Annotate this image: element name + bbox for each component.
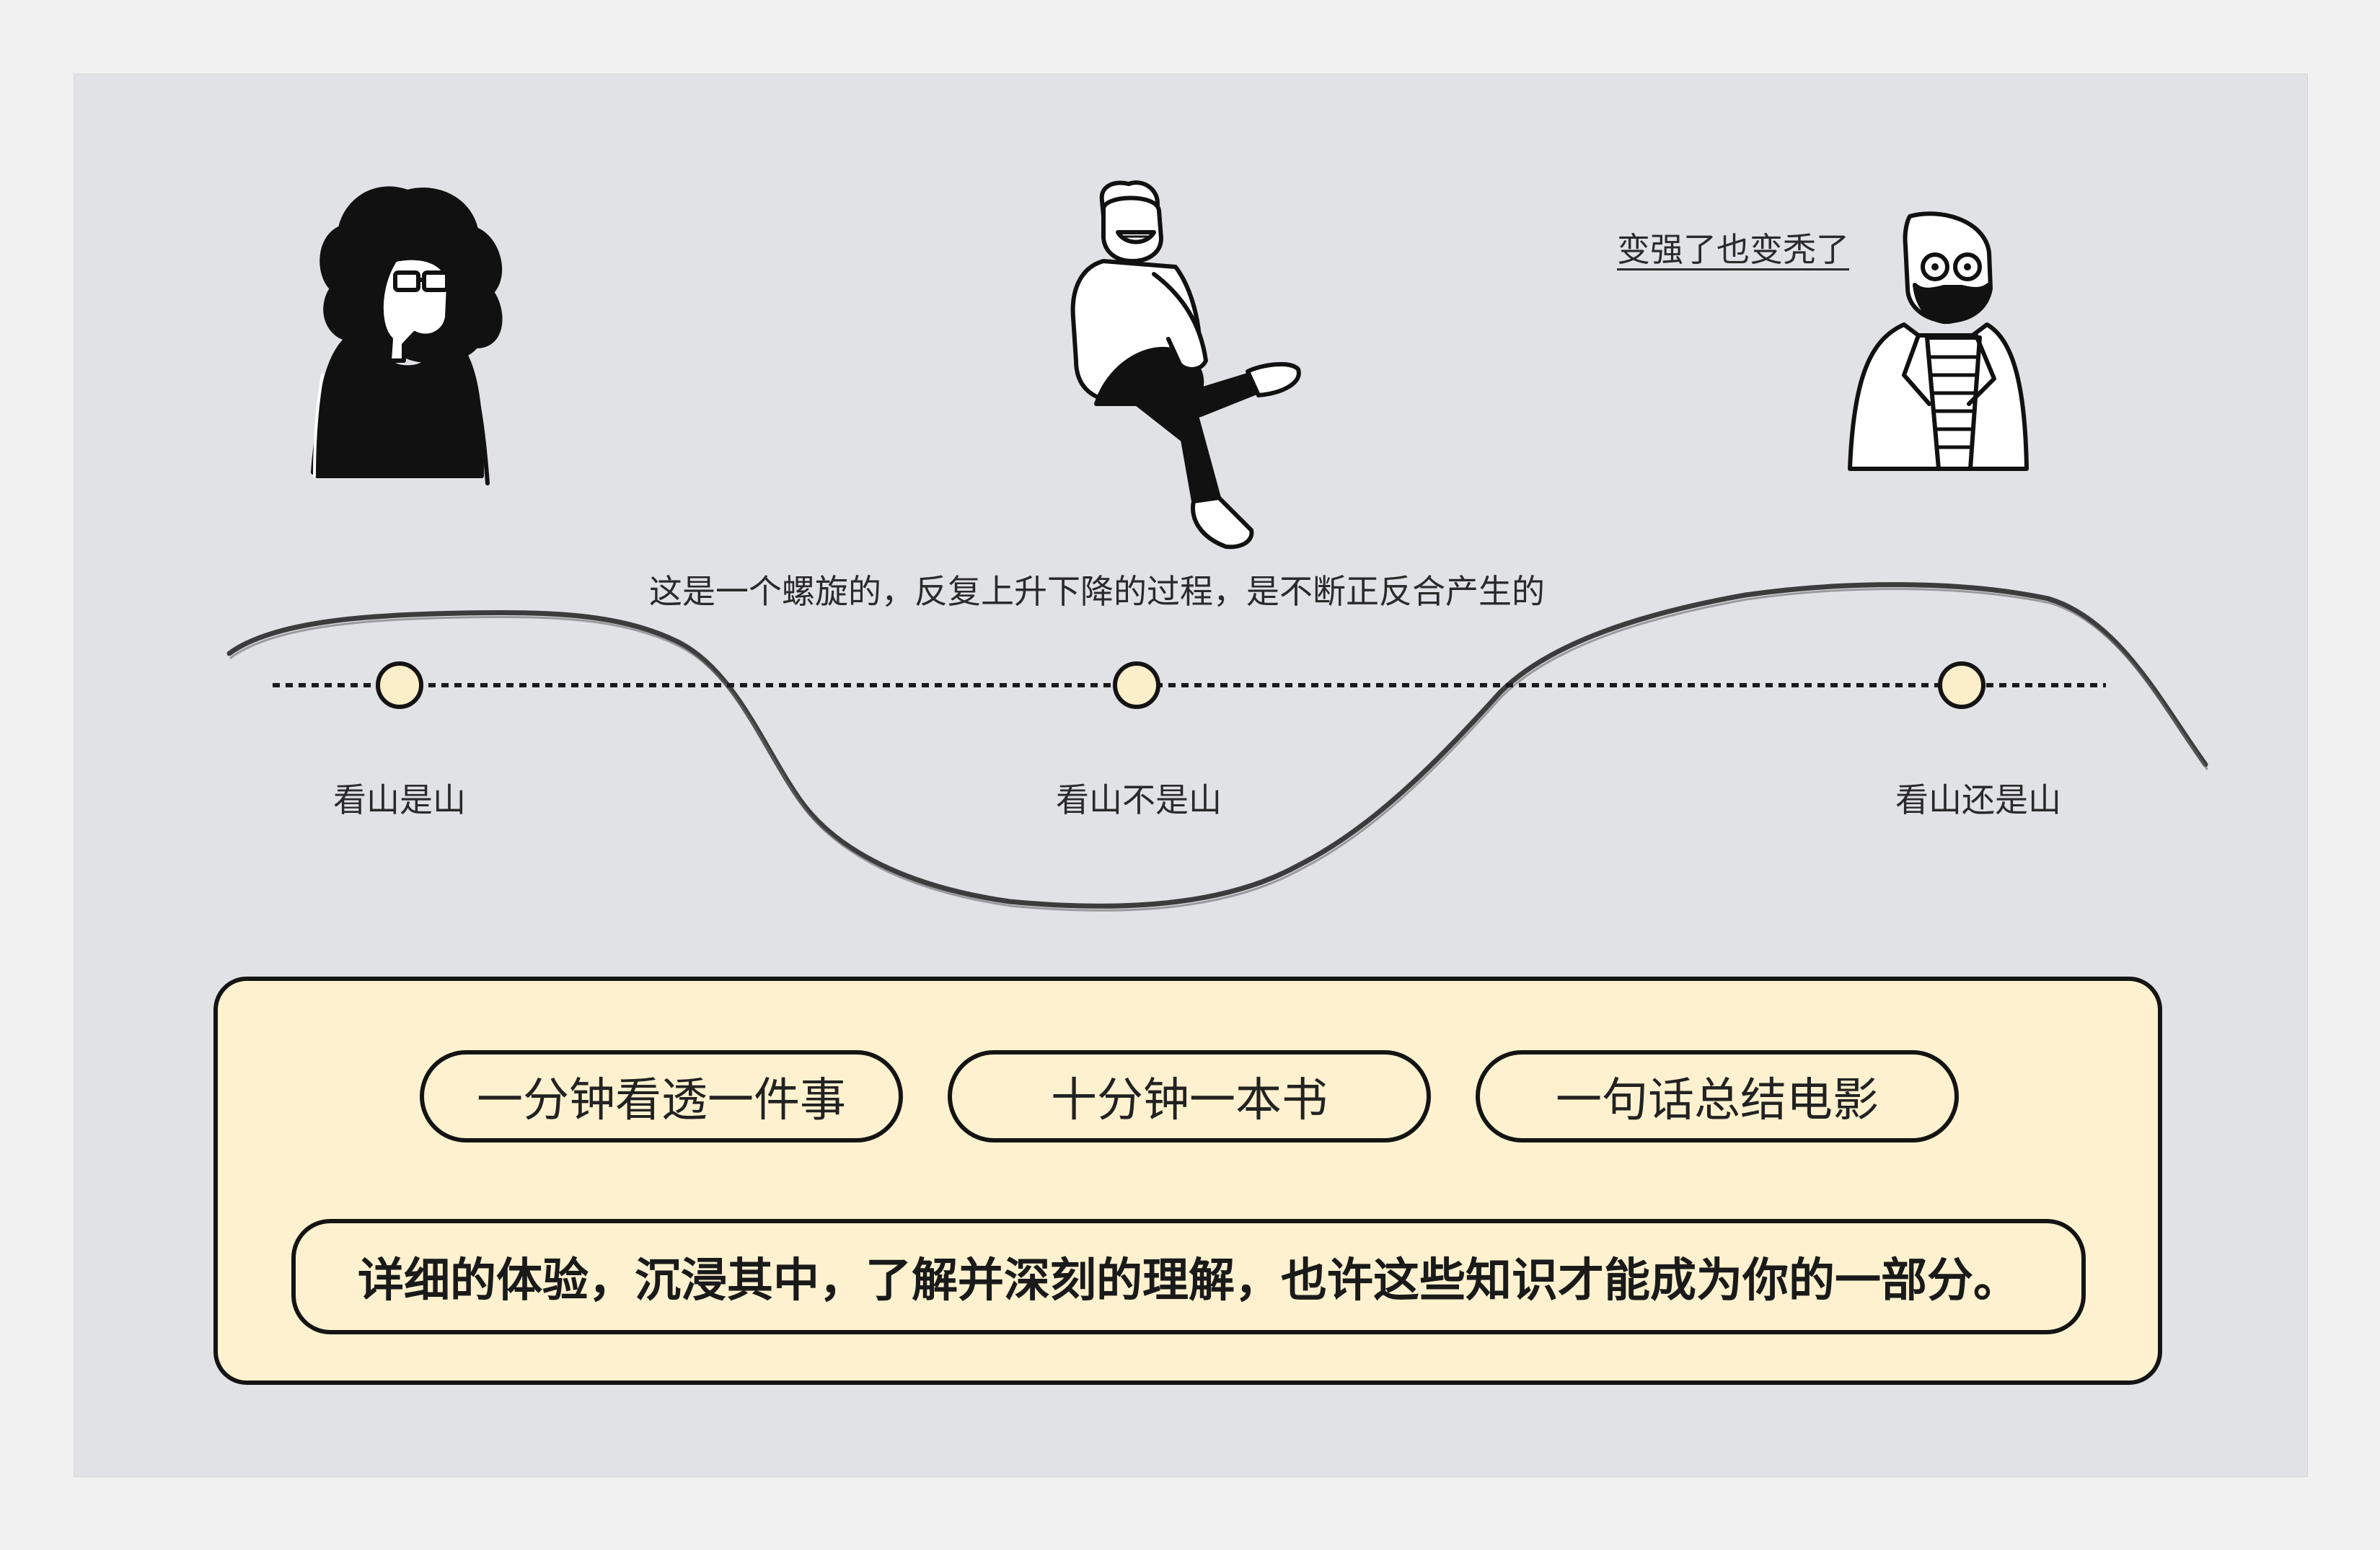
stage-label-3: 看山还是山: [1895, 780, 2061, 819]
pill-one-minute: 一分钟看透一件事: [420, 1050, 903, 1142]
stage-node-2: [1113, 661, 1160, 709]
bald-bearded-man-illustration: [1848, 211, 2029, 471]
stage-label-2: 看山不是山: [1056, 780, 1222, 819]
spiral-wave-line-shadow: [229, 588, 2208, 912]
spiral-wave-line: [226, 582, 2208, 909]
stage-label-1: 看山是山: [333, 780, 466, 819]
spiral-note: 这是一个螺旋的，反复上升下降的过程，是不断正反合产生的: [649, 572, 1545, 611]
summary-statement: 详细的体验，沉浸其中，了解并深刻的理解，也许这些知识才能成为你的一部分。: [291, 1219, 2086, 1334]
curly-hair-person-illustration: [311, 186, 503, 485]
seated-man-illustration: [1070, 180, 1301, 550]
stage-node-1: [376, 661, 423, 709]
stage-node-3: [1938, 661, 1985, 709]
bald-caption: 变强了也变秃了: [1617, 230, 1849, 269]
pill-ten-minutes: 十分钟一本书: [948, 1050, 1431, 1142]
pill-one-sentence: 一句话总结电影: [1476, 1050, 1959, 1142]
